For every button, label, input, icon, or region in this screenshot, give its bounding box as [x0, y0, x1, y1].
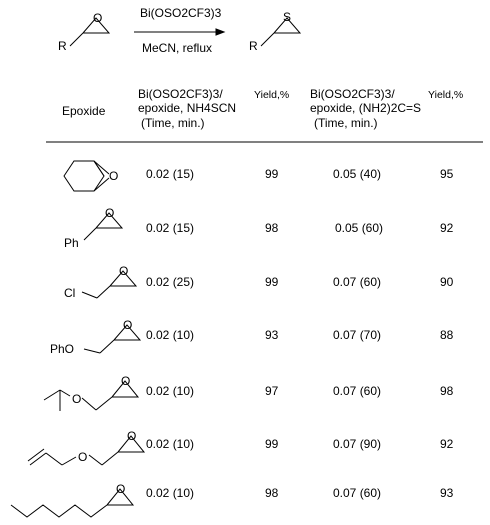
reaction-reagent: Bi(OSO2CF3)3 [140, 6, 222, 20]
header-col1-line2: epoxide, NH4SCN [138, 101, 237, 115]
styrene-oxide-ring [95, 212, 124, 229]
epichlorohydrin-ring [109, 270, 138, 287]
header-col2-line3: (Time, min.) [314, 116, 378, 130]
header-col2-line2: epoxide, (NH2)2C=S [310, 101, 422, 115]
reactant-oxygen-label: O [93, 11, 102, 25]
row4-structure-label: PhO [50, 342, 74, 356]
reaction-conditions: MeCN, reflux [142, 41, 213, 55]
row5-cat-nh4scn: 0.02 (10) [146, 384, 195, 398]
row7-cat-thiourea: 0.07 (60) [333, 486, 382, 500]
row3-ring-oxygen: O [119, 264, 128, 278]
header-epoxide: Epoxide [62, 104, 106, 118]
styrene-bond [83, 227, 97, 241]
pho-ring [113, 324, 142, 341]
row4-cat-thiourea: 0.07 (70) [333, 328, 382, 342]
ipr-bond-3 [59, 389, 71, 397]
header-yield1: Yield,% [254, 89, 290, 101]
row1-yield1: 99 [265, 167, 279, 181]
row4-yield1: 93 [265, 328, 279, 342]
allyl-bond-4 [88, 454, 103, 466]
row5-yield2: 98 [440, 384, 454, 398]
row5-oxygen-label: O [72, 392, 81, 406]
row7-yield2: 93 [440, 486, 454, 500]
epoxide-bond-a [93, 160, 105, 177]
ipr-bond-4 [81, 397, 97, 411]
row5-cat-thiourea: 0.07 (60) [333, 384, 382, 398]
pho-bond-1 [83, 348, 101, 354]
allyl-ring [117, 435, 146, 453]
header-yield2: Yield,% [428, 89, 464, 101]
octyl-ring [106, 488, 135, 506]
reactant-bond [69, 32, 84, 47]
row2-ring-oxygen: O [105, 206, 114, 220]
row6-ring-oxygen: O [127, 429, 136, 443]
row5-yield1: 97 [265, 384, 279, 398]
row7-yield1: 98 [265, 486, 279, 500]
row1-cat-nh4scn: 0.02 (15) [146, 167, 195, 181]
row4-ring-oxygen: O [123, 318, 132, 332]
ipr-bond-5 [95, 396, 113, 411]
pho-bond-2 [99, 339, 115, 354]
allyl-bond-1b [27, 448, 45, 462]
row1-cat-thiourea: 0.05 (40) [333, 167, 382, 181]
row4-yield2: 88 [440, 328, 454, 342]
row2-yield2: 92 [440, 221, 454, 235]
octyl-chain [10, 504, 108, 518]
cl-bond-1 [81, 291, 98, 299]
row1-structure-label: O [109, 169, 118, 183]
reactant-epoxide-ring [82, 17, 111, 34]
row2-cat-nh4scn: 0.02 (15) [146, 221, 195, 235]
product-r-label: R [249, 39, 258, 53]
row3-yield1: 99 [265, 275, 279, 289]
allyl-bond-5 [101, 451, 119, 466]
product-thiirane-ring [273, 17, 302, 34]
allyl-bond-2 [45, 452, 63, 466]
row6-yield2: 92 [440, 437, 454, 451]
product-sulfur-label: S [283, 10, 291, 24]
row3-cat-nh4scn: 0.02 (25) [146, 275, 195, 289]
row3-structure-label: Cl [64, 286, 75, 300]
row7-cat-nh4scn: 0.02 (10) [146, 486, 195, 500]
reaction-arrow-head [215, 28, 226, 36]
reactant-r-label: R [58, 39, 67, 53]
epoxide-bond-c [93, 177, 110, 192]
epoxide-bond-b [93, 160, 110, 175]
row6-yield1: 99 [265, 437, 279, 451]
row6-oxygen-label: O [78, 450, 87, 464]
ipr-bond-1 [43, 389, 61, 401]
cyclohexane-ring [63, 160, 105, 192]
allyl-bond-3 [61, 456, 77, 466]
row3-cat-thiourea: 0.07 (60) [333, 275, 382, 289]
row2-yield1: 98 [265, 221, 279, 235]
row6-cat-thiourea: 0.07 (90) [333, 437, 382, 451]
row4-cat-nh4scn: 0.02 (10) [146, 328, 195, 342]
row2-structure-label: Ph [64, 236, 79, 250]
row1-yield2: 95 [440, 167, 454, 181]
header-col1-line1: Bi(OSO2CF3)3/ [138, 87, 223, 101]
header-col1-line3: (Time, min.) [141, 116, 205, 130]
product-bond [260, 32, 275, 47]
row5-ring-oxygen: O [121, 374, 130, 388]
allyl-bond-1 [29, 452, 47, 466]
header-col2-line1: Bi(OSO2CF3)3/ [310, 87, 395, 101]
row7-ring-oxygen: O [116, 482, 125, 496]
row6-cat-nh4scn: 0.02 (10) [146, 437, 195, 451]
row3-yield2: 90 [440, 275, 454, 289]
row2-cat-thiourea: 0.05 (60) [335, 221, 384, 235]
ipr-ring [111, 380, 140, 398]
cl-bond-2 [96, 285, 111, 299]
